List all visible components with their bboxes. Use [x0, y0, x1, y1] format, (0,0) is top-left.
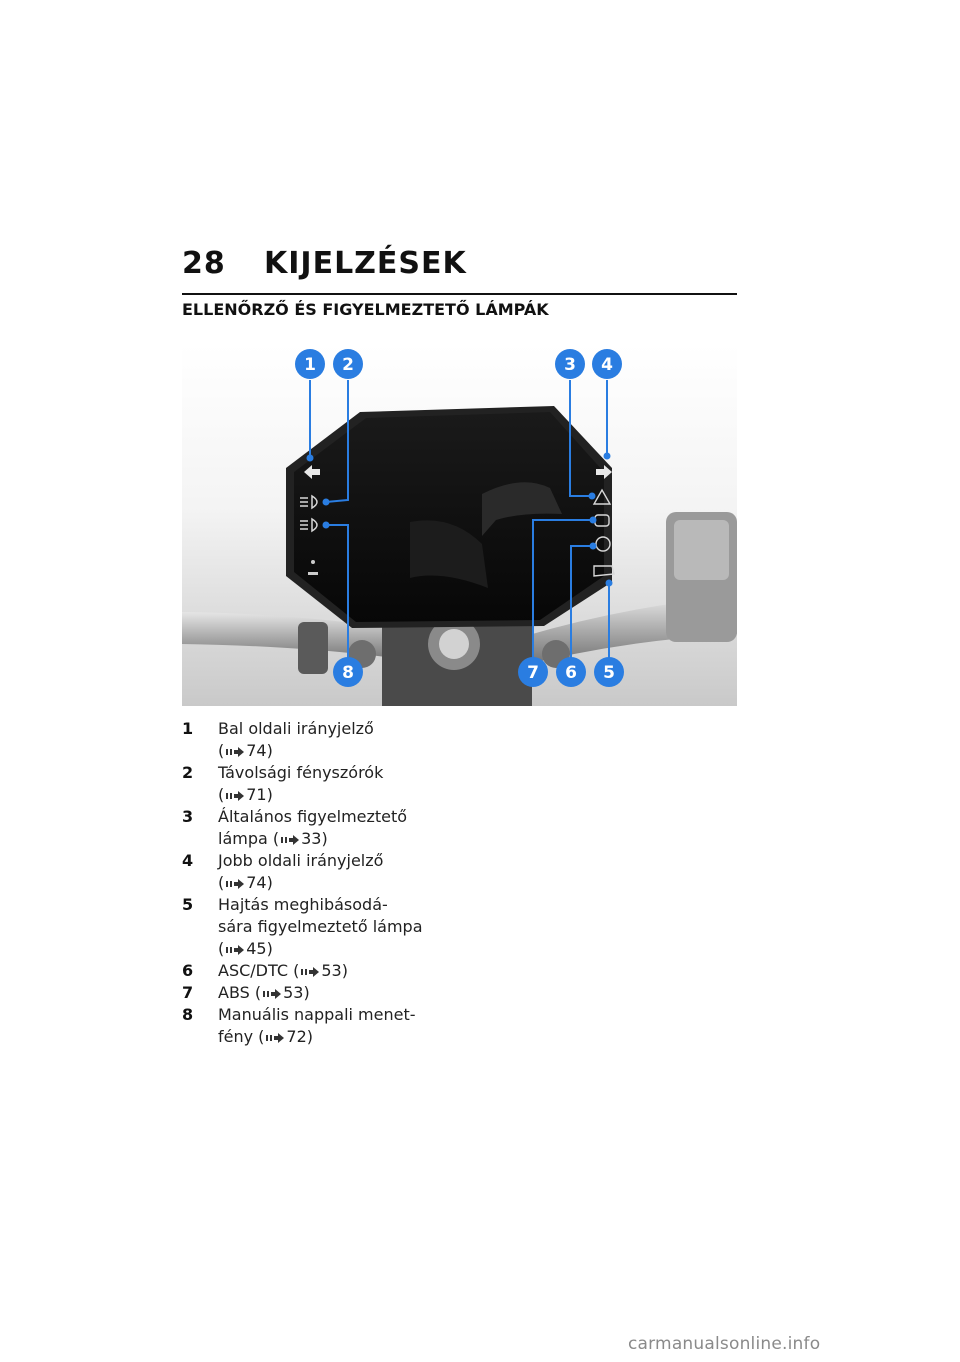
- legend-reference: (74): [218, 741, 273, 760]
- warning-triangle-icon: [592, 488, 612, 505]
- page-reference-arrow-icon: [281, 834, 300, 845]
- chapter-heading: 28 KIJELZÉSEK: [182, 246, 467, 281]
- legend-reference: (45): [218, 939, 273, 958]
- legend-text-continued: sára figyelmeztető lámpa: [218, 917, 423, 936]
- svg-text:7: 7: [527, 663, 539, 683]
- page-reference-arrow-icon: [301, 966, 320, 977]
- legend-number: 8: [182, 1005, 194, 1024]
- svg-text:8: 8: [342, 663, 354, 683]
- display-dash: [308, 572, 318, 575]
- legend-reference: ABS (53): [218, 983, 310, 1002]
- legend-text: Bal oldali irányjelző: [218, 719, 374, 738]
- callout-6: 6: [556, 657, 586, 687]
- legend-text: Jobb oldali irányjelző: [218, 851, 384, 870]
- dashboard-figure: 1 2 3 4 5 6 7 8: [182, 344, 737, 706]
- legend-text: Hajtás meghibásodá-: [218, 895, 388, 914]
- asc-dtc-icon: [595, 536, 611, 552]
- callout-leader-lines: [309, 380, 610, 670]
- page-reference: 72): [286, 1027, 314, 1046]
- section-title: ELLENŐRZŐ ÉS FIGYELMEZTETŐ LÁMPÁK: [182, 300, 549, 319]
- legend-number: 5: [182, 895, 194, 914]
- svg-text:3: 3: [564, 355, 576, 375]
- display-screen: [294, 412, 604, 622]
- svg-text:5: 5: [603, 663, 615, 683]
- callout-2: 2: [333, 349, 363, 379]
- page-reference: 53): [321, 961, 348, 980]
- callout-5: 5: [594, 657, 624, 687]
- page-reference-arrow-icon: [266, 1032, 285, 1043]
- legend-reference: ASC/DTC (53): [218, 961, 348, 980]
- legend-text: Távolsági fényszórók: [218, 763, 384, 782]
- page-reference: 74): [246, 741, 273, 760]
- dashboard-illustration: 1 2 3 4 5 6 7 8: [182, 344, 737, 706]
- ignition-key-hole: [439, 629, 469, 659]
- legend-number: 1: [182, 719, 194, 738]
- page-reference: 71): [246, 785, 273, 804]
- legend-item-2: 2 Távolsági fényszórók (71): [182, 762, 482, 806]
- page-reference-arrow-icon: [226, 790, 245, 801]
- heading-divider: [182, 293, 737, 295]
- daytime-light-icon: [300, 517, 318, 533]
- legend-reference: (74): [218, 873, 273, 892]
- left-clamp: [298, 622, 328, 674]
- watermark[interactable]: carmanualsonline.info: [628, 1334, 821, 1354]
- legend-number: 7: [182, 983, 194, 1002]
- legend-number: 4: [182, 851, 194, 870]
- legend-item-8: 8 Manuális nappali menet- fény (72): [182, 1004, 482, 1048]
- page-reference-arrow-icon: [263, 988, 282, 999]
- page-reference-arrow-icon: [226, 878, 245, 889]
- svg-text:2: 2: [342, 355, 354, 375]
- callout-3: 3: [555, 349, 585, 379]
- right-turn-icon: [596, 465, 612, 479]
- legend-item-3: 3 Általános figyelmeztető lámpa (33): [182, 806, 482, 850]
- svg-text:6: 6: [565, 663, 577, 683]
- callout-4: 4: [592, 349, 622, 379]
- engine-icon: [593, 565, 615, 577]
- callout-7: 7: [518, 657, 548, 687]
- page-reference: 45): [246, 939, 273, 958]
- legend-reference: fény (72): [218, 1027, 314, 1046]
- reservoir-cap: [674, 520, 729, 580]
- page-reference: 53): [283, 983, 310, 1002]
- left-turn-icon: [304, 465, 320, 479]
- legend-list: 1 Bal oldali irányjelző (74) 2 Távolsági…: [182, 718, 482, 1048]
- legend-text: Manuális nappali menet-: [218, 1005, 416, 1024]
- callout-8: 8: [333, 657, 363, 687]
- page-number: 28: [182, 246, 226, 281]
- legend-number: 2: [182, 763, 194, 782]
- page-reference: 33): [301, 829, 328, 848]
- legend-item-5: 5 Hajtás meghibásodá- sára figyelmeztető…: [182, 894, 482, 960]
- svg-text:4: 4: [601, 355, 613, 375]
- page-reference-arrow-icon: [226, 944, 245, 955]
- display-graphic: [410, 520, 488, 588]
- page-reference: 74): [246, 873, 273, 892]
- chapter-title: KIJELZÉSEK: [264, 246, 467, 281]
- callout-endpoints: [306, 452, 613, 587]
- high-beam-icon: [300, 494, 318, 510]
- bike-silhouette: [482, 482, 562, 536]
- legend-text: Általános figyelmeztető: [218, 807, 408, 826]
- legend-reference: lámpa (33): [218, 829, 328, 848]
- legend-item-1: 1 Bal oldali irányjelző (74): [182, 718, 482, 762]
- legend-number: 6: [182, 961, 194, 980]
- legend-item-7: 7 ABS (53): [182, 982, 482, 1004]
- display-dot: [311, 560, 315, 564]
- legend-number: 3: [182, 807, 194, 826]
- legend-item-4: 4 Jobb oldali irányjelző (74): [182, 850, 482, 894]
- callout-1: 1: [295, 349, 325, 379]
- page-reference-arrow-icon: [226, 746, 245, 757]
- legend-item-6: 6 ASC/DTC (53): [182, 960, 482, 982]
- legend-reference: (71): [218, 785, 273, 804]
- svg-text:1: 1: [304, 355, 316, 375]
